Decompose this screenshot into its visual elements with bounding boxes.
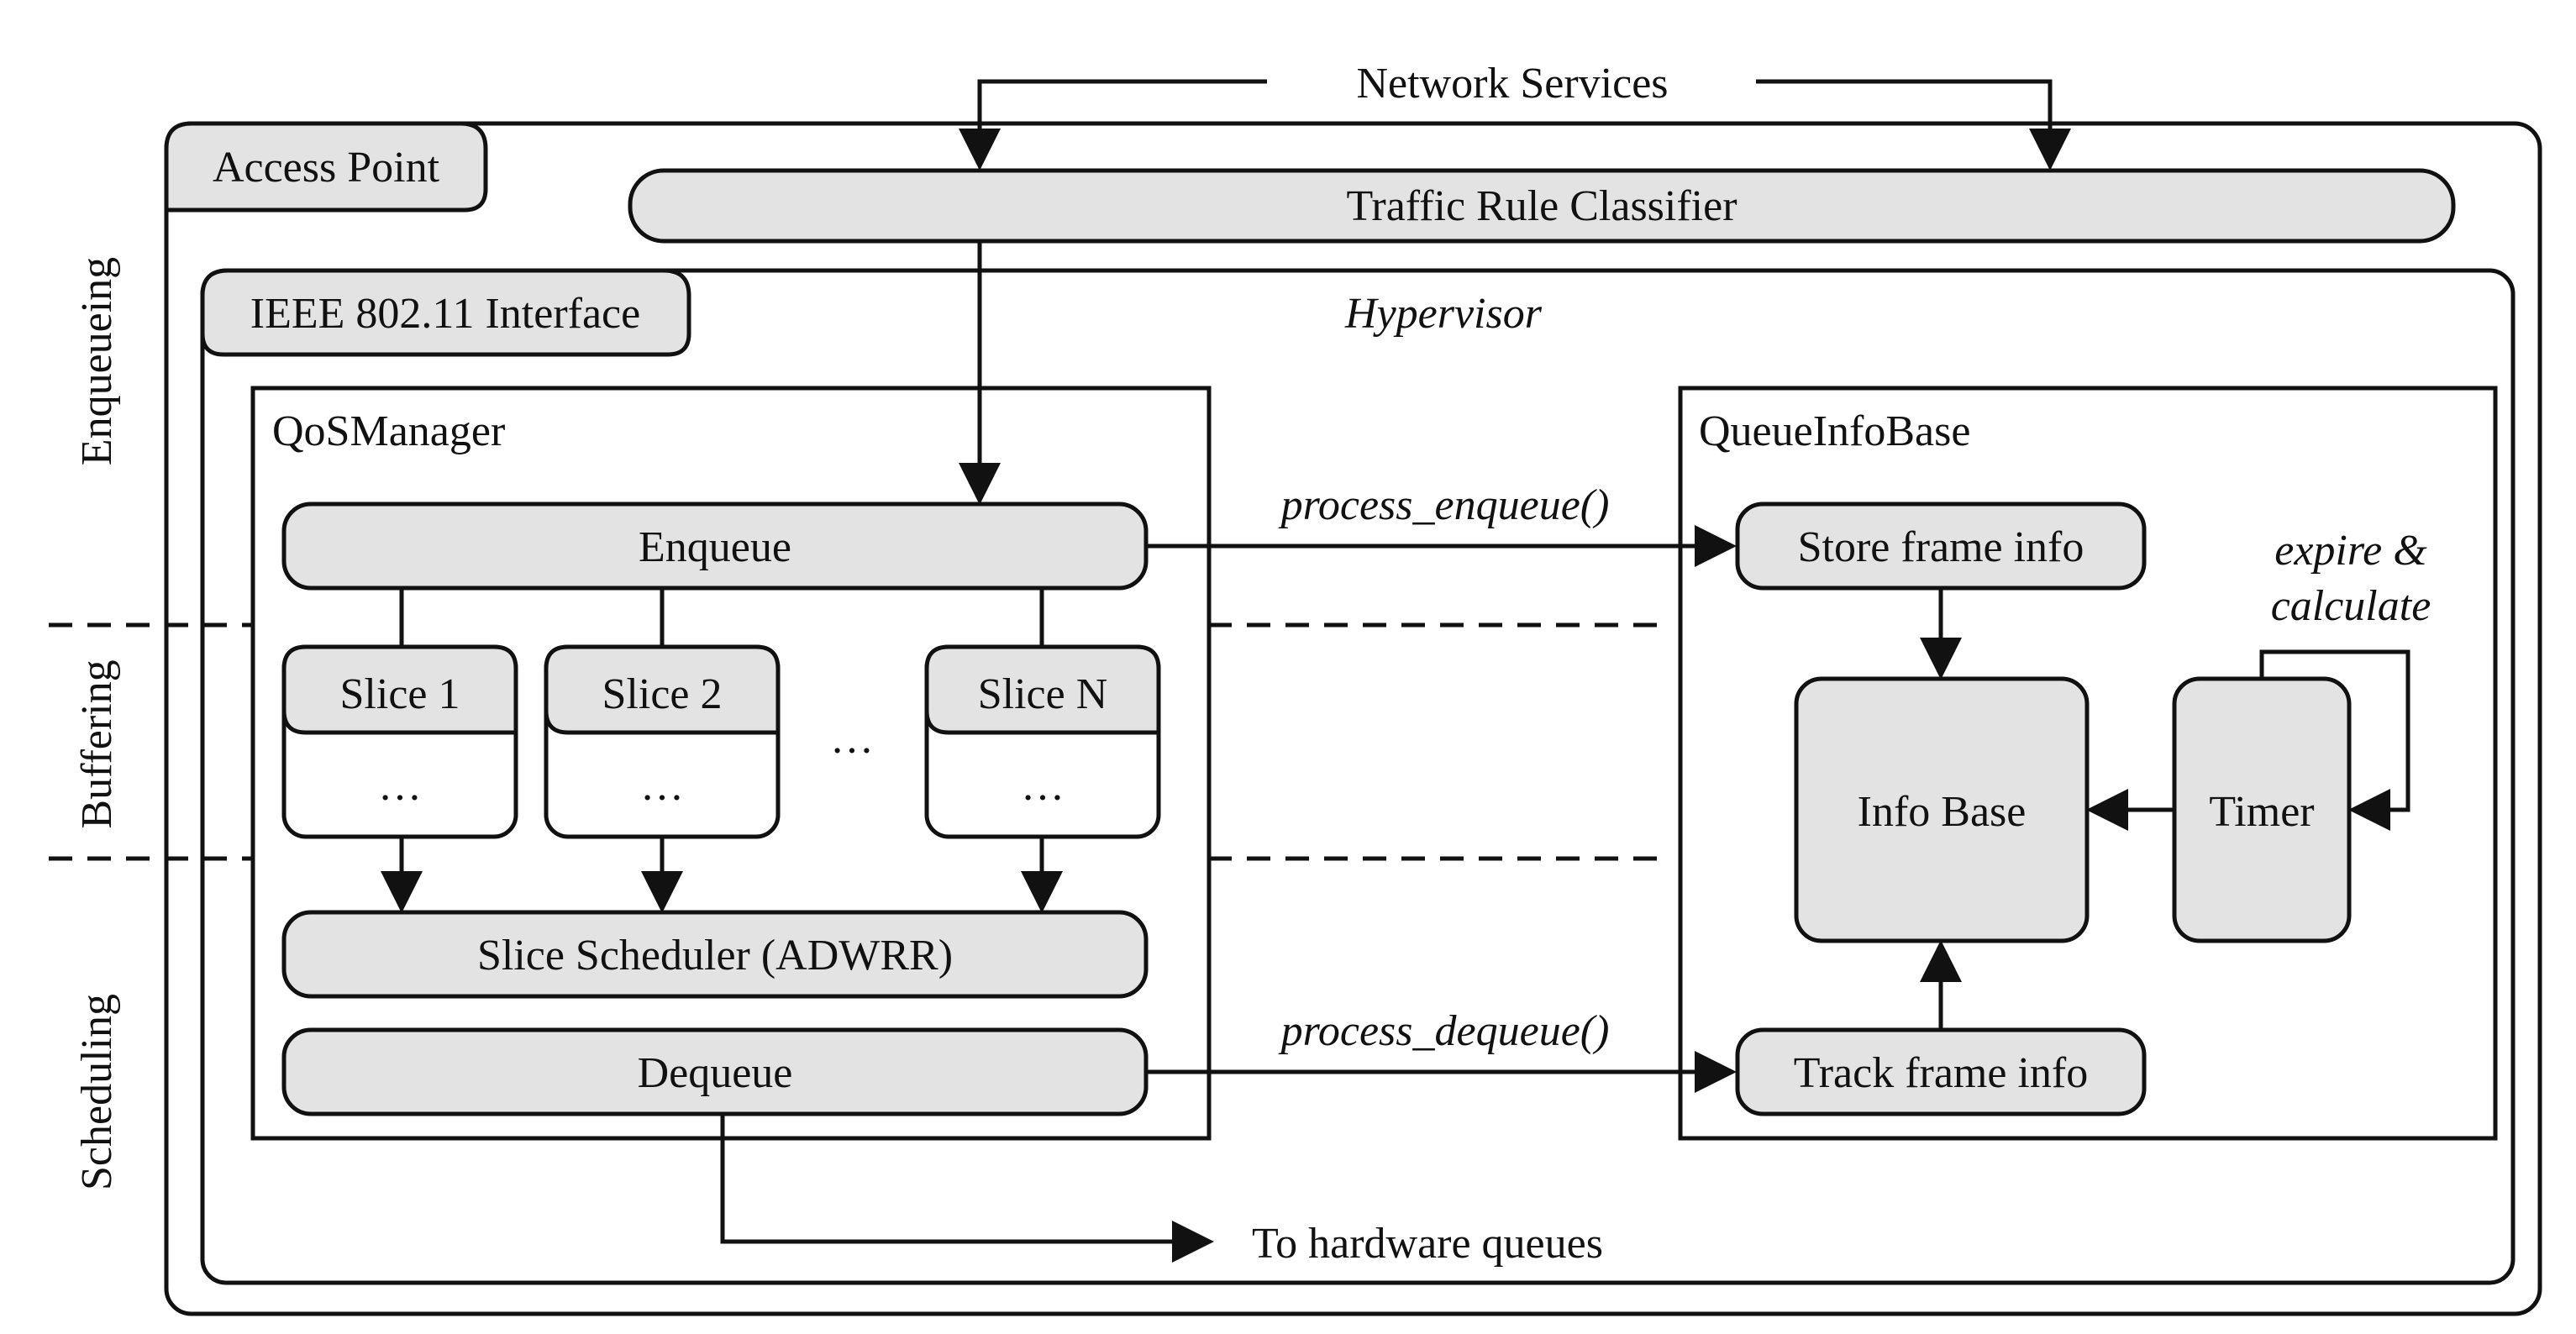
process-enqueue-label: process_enqueue() <box>1278 481 1610 529</box>
phase-label-buffering: Buffering <box>73 659 121 828</box>
dequeue-label: Dequeue <box>638 1049 793 1097</box>
timer-label: Timer <box>2209 788 2314 836</box>
timer-self-loop-arrow <box>2259 649 2410 831</box>
enqueue-label: Enqueue <box>639 523 791 571</box>
access-point-label: Access Point <box>213 144 440 192</box>
qos-manager-title: QoSManager <box>272 407 505 455</box>
network-services-arrow-right <box>1756 79 2071 171</box>
slice2-header <box>544 644 781 735</box>
access-point-tab <box>164 121 488 213</box>
slice1-label: Slice 1 <box>340 670 460 718</box>
slice1-content: … <box>378 762 422 810</box>
info-base-label: Info Base <box>1858 788 2027 836</box>
slice-scheduler-label: Slice Scheduler (ADWRR) <box>477 932 953 979</box>
slice-scheduler-box <box>281 910 1149 999</box>
slicen-label: Slice N <box>978 670 1108 718</box>
ieee-interface-frame <box>200 268 2516 1285</box>
access-point-frame <box>164 121 2542 1316</box>
hypervisor-label: Hypervisor <box>1344 290 1543 338</box>
network-services-arrow-left <box>959 79 1267 171</box>
slices-ellipsis: … <box>830 715 874 763</box>
queue-info-base-title: QueueInfoBase <box>1699 407 1970 455</box>
traffic-rule-classifier-box <box>628 168 2456 244</box>
to-hardware-queues-label: To hardware queues <box>1252 1220 1603 1268</box>
track-frame-info-label: Track frame info <box>1794 1049 2088 1097</box>
slicen-content: … <box>1021 762 1065 810</box>
traffic-rule-classifier-label: Traffic Rule Classifier <box>1346 182 1737 230</box>
ieee-interface-tab <box>200 268 691 357</box>
slice1-header <box>281 644 518 735</box>
ieee-interface-label: IEEE 802.11 Interface <box>250 290 640 338</box>
process-dequeue-label: process_dequeue() <box>1278 1007 1610 1055</box>
slice2-content: … <box>640 762 684 810</box>
slice2-label: Slice 2 <box>602 670 723 718</box>
network-services-label: Network Services <box>1356 60 1668 108</box>
dequeue-to-hardware-arrow <box>720 1114 1214 1263</box>
expire-label-line2: calculate <box>2271 582 2431 630</box>
phase-label-scheduling: Scheduling <box>73 994 121 1190</box>
store-frame-info-label: Store frame info <box>1798 523 2084 571</box>
phase-label-enqueueing: Enqueueing <box>73 257 121 465</box>
expire-label-line1: expire & <box>2274 527 2427 575</box>
slicen-header <box>924 644 1161 735</box>
